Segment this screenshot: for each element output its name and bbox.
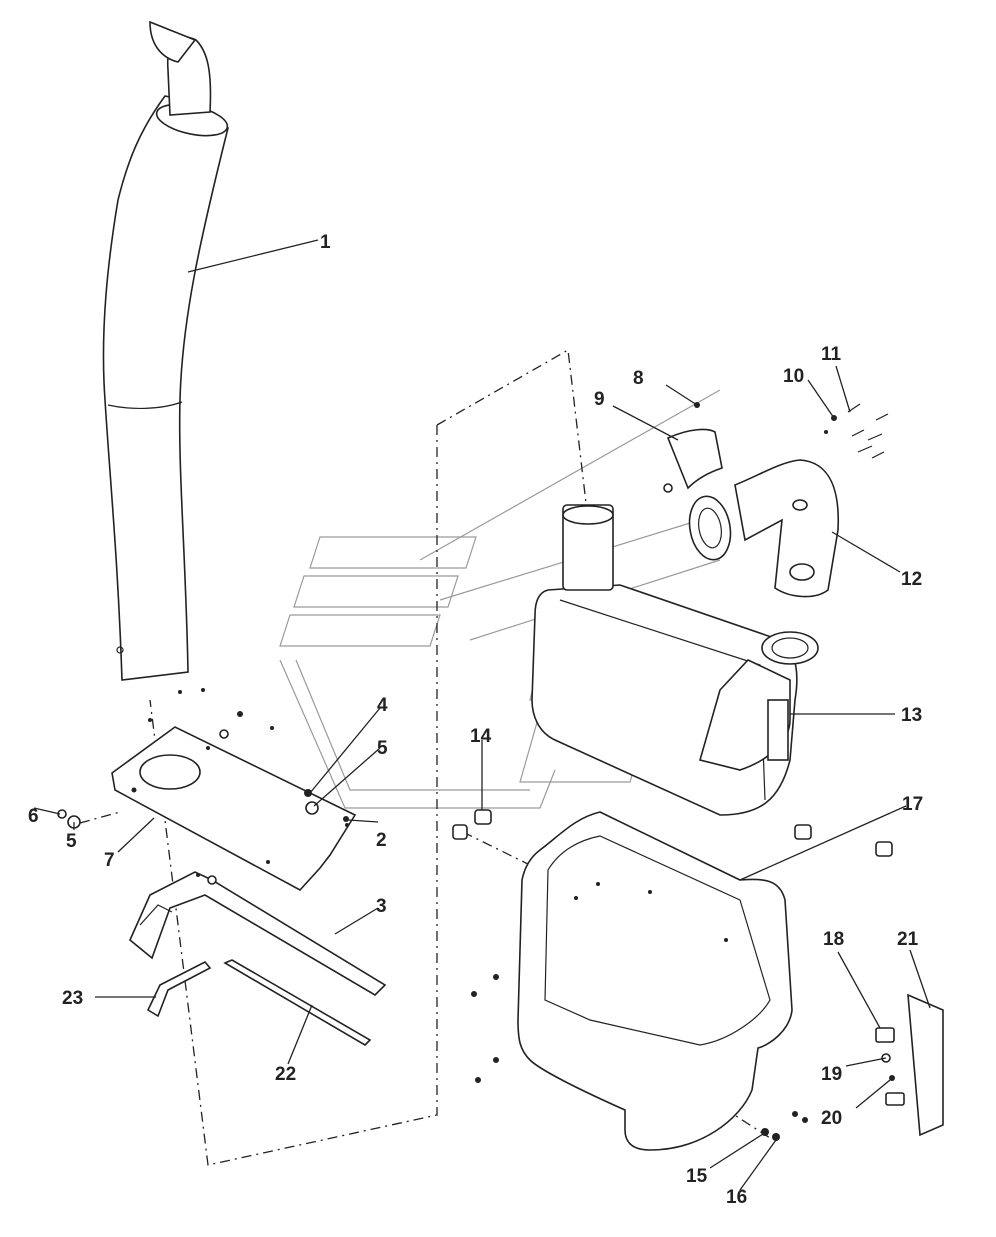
- callout-22: 22: [275, 1064, 296, 1085]
- callout-12: 12: [901, 569, 922, 590]
- part-1-exhaust-stack: [102, 20, 229, 681]
- callout-2: 2: [376, 830, 387, 851]
- part-23-bracket: [146, 960, 212, 1018]
- part-7-plate: [111, 726, 357, 892]
- part-22-strip: [223, 959, 372, 1047]
- part-14-mounts: [452, 809, 893, 857]
- callout-5-left: 5: [66, 831, 77, 852]
- callout-23: 23: [62, 988, 83, 1009]
- callout-3: 3: [376, 896, 387, 917]
- callout-9: 9: [594, 389, 605, 410]
- callout-20: 20: [821, 1108, 842, 1129]
- callout-4: 4: [377, 695, 388, 716]
- part-21-bracket-plate: [907, 993, 944, 1137]
- shield-hardware: [471, 974, 808, 1141]
- callout-7: 7: [104, 850, 115, 871]
- callout-10: 10: [783, 366, 804, 387]
- part-13-muffler: [531, 504, 819, 816]
- callout-1: 1: [320, 232, 331, 253]
- callout-6: 6: [28, 806, 39, 827]
- callout-16: 16: [726, 1187, 747, 1208]
- callout-8: 8: [633, 368, 644, 389]
- callout-18: 18: [823, 929, 844, 950]
- part-12-elbow-pipe: [688, 459, 840, 598]
- part-18-20-bolts: [875, 1027, 905, 1106]
- callout-13: 13: [901, 705, 922, 726]
- callout-21: 21: [897, 929, 919, 950]
- loose-nut: [663, 483, 673, 493]
- part-10-11-bolts: [824, 403, 889, 459]
- part-9-clamp: [666, 428, 723, 490]
- callout-11: 11: [821, 344, 842, 365]
- part-3-bracket: [129, 871, 387, 997]
- callout-5-right: 5: [377, 738, 388, 759]
- callout-15: 15: [686, 1166, 708, 1187]
- callout-14: 14: [470, 726, 492, 747]
- callouts: 1 2 3 4 5 5 6 7 8 9 10 11 12 13 14 15 16…: [28, 232, 923, 1208]
- callout-19: 19: [821, 1064, 842, 1085]
- callout-17: 17: [902, 794, 923, 815]
- leader-lines: [33, 239, 931, 1191]
- part-17-heat-shield: [517, 811, 793, 1151]
